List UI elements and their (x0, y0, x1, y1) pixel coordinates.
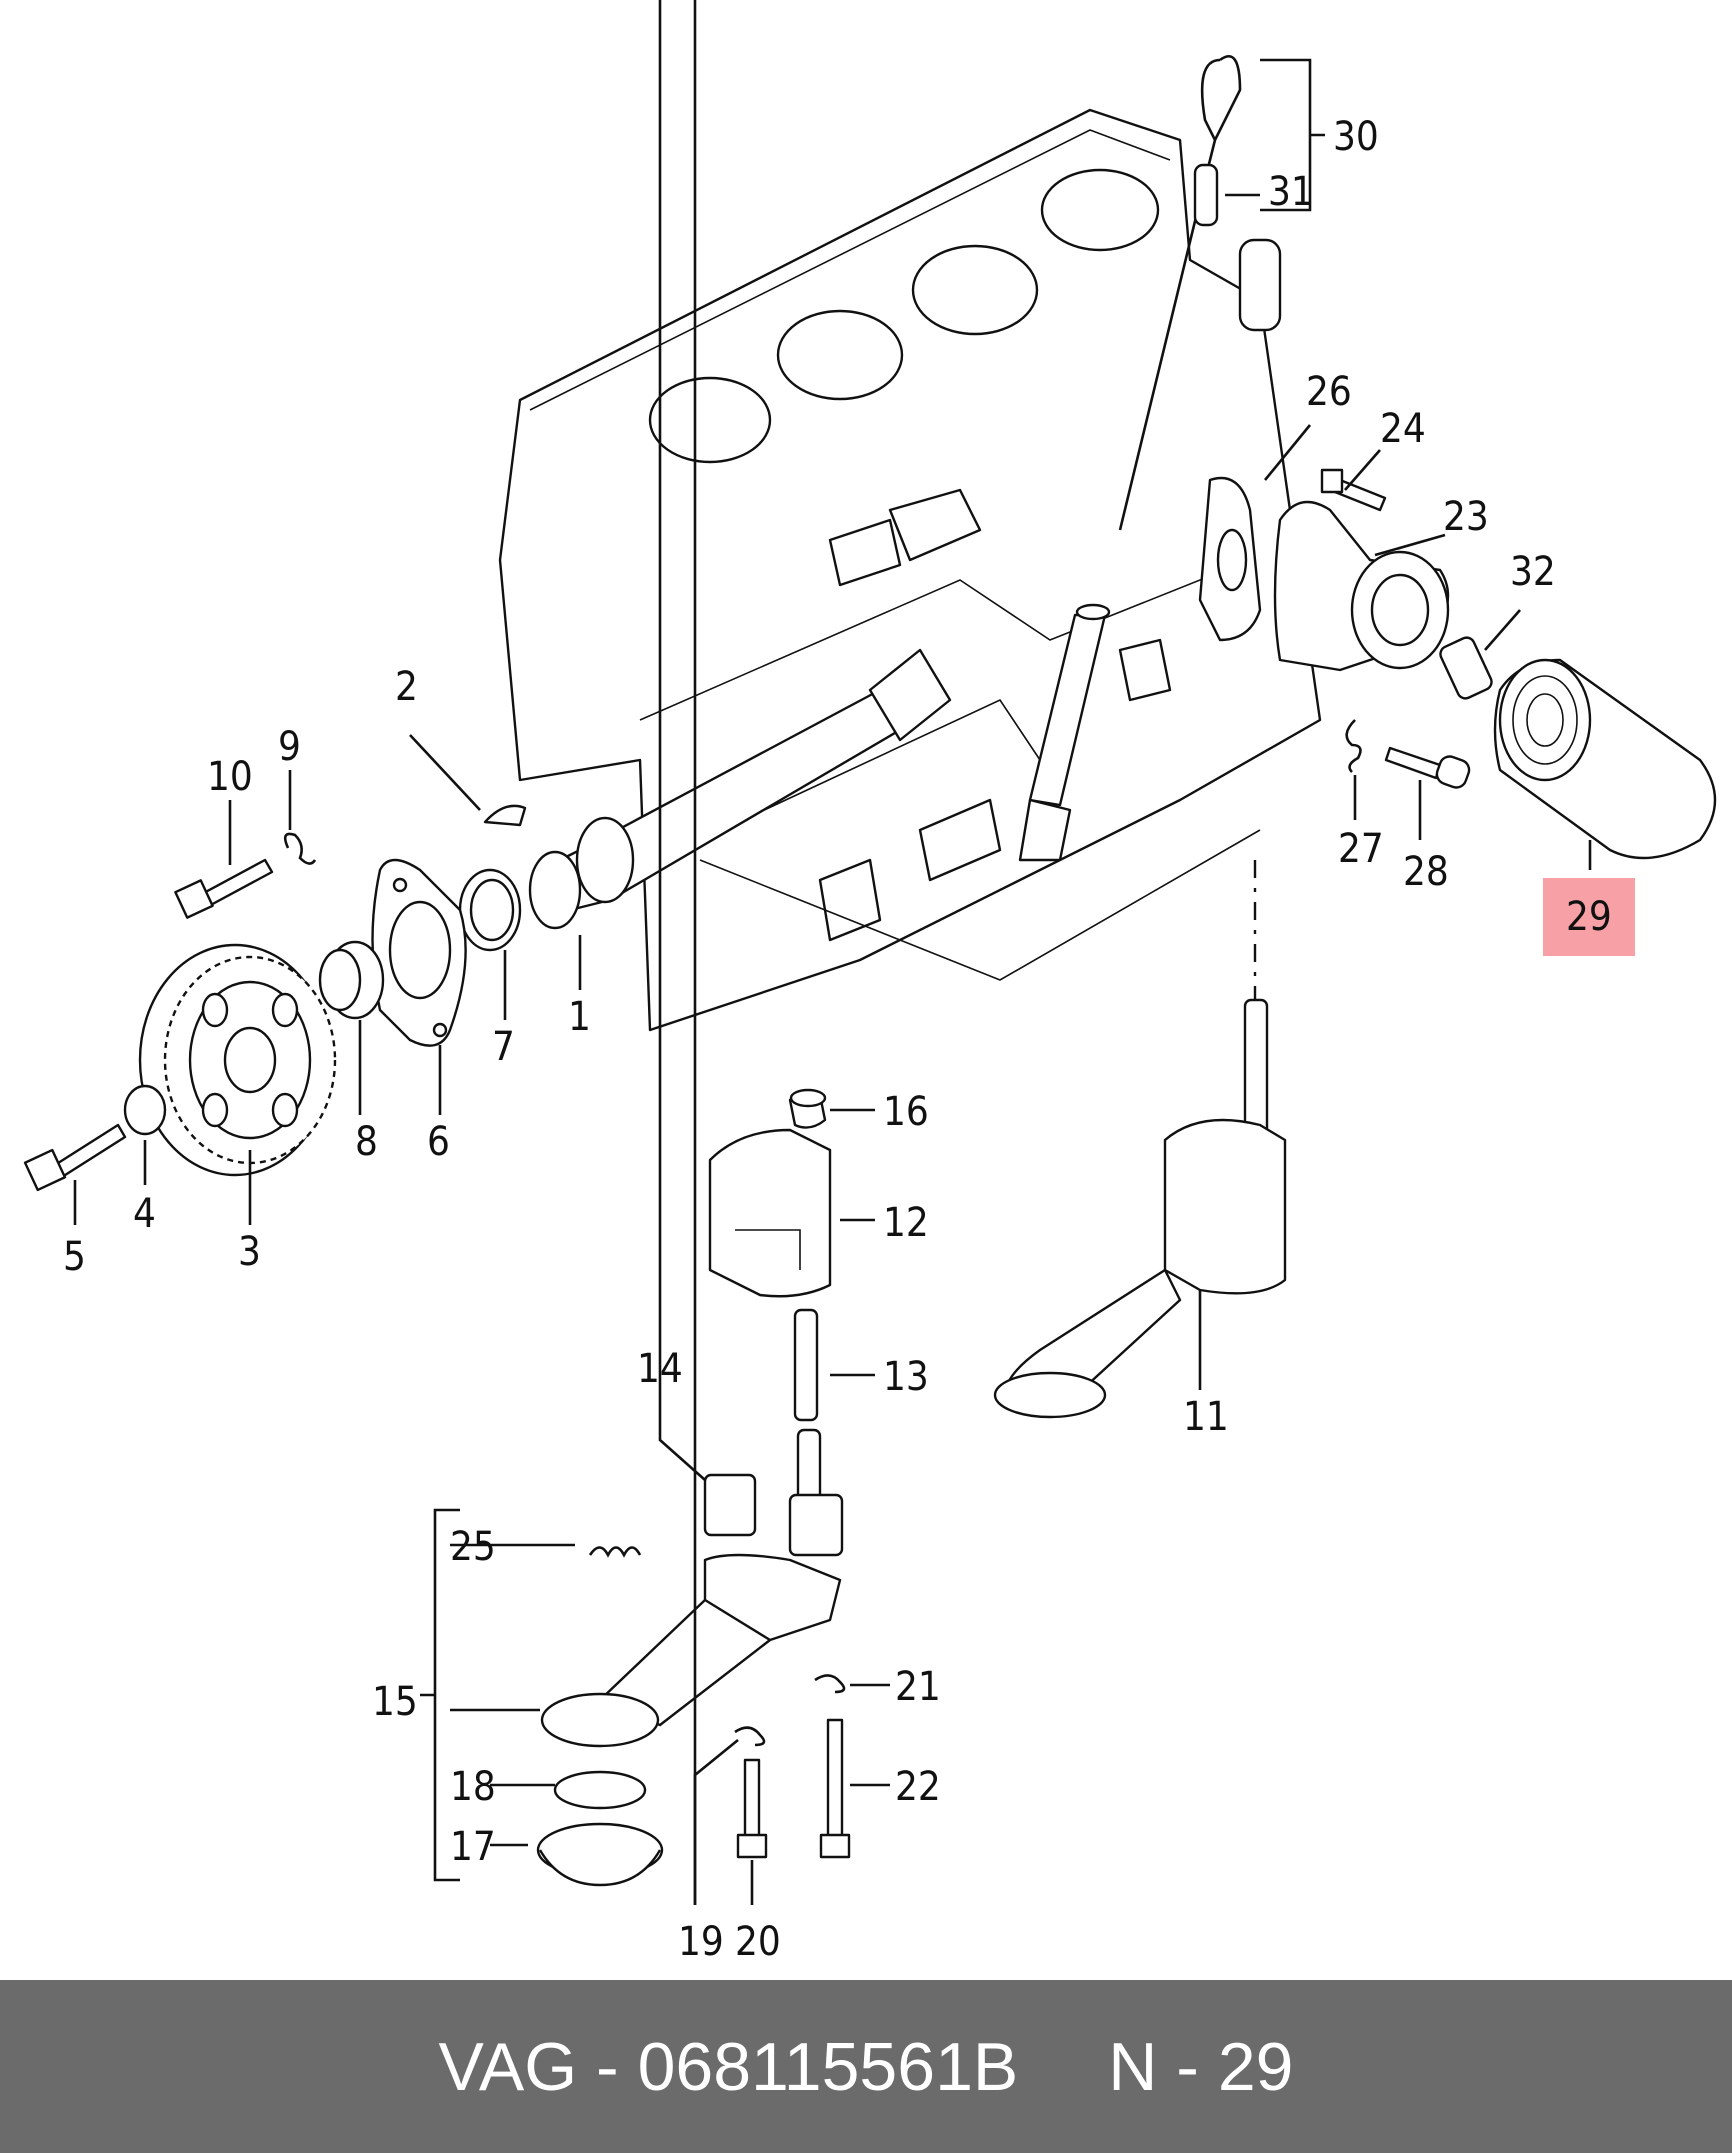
part-number-footer: VAG - 068115561B N - 29 (0, 1980, 1732, 2153)
flange (371, 858, 467, 1047)
dipstick (1118, 54, 1242, 531)
reference-number: 29 (1217, 2028, 1294, 2105)
label-19: 19 (678, 1919, 724, 1965)
label-4: 4 (133, 1191, 156, 1237)
threaded-union-32 (1439, 636, 1493, 700)
label-30: 30 (1333, 114, 1379, 160)
label-3: 3 (238, 1229, 261, 1275)
part-number: 068115561B (637, 2028, 1019, 2105)
bracket-30-31 (1260, 58, 1325, 212)
woodruff-key (483, 804, 527, 827)
label-2: 2 (395, 664, 418, 710)
oil-pump-assembly (993, 860, 1287, 1419)
label-8: 8 (355, 1119, 378, 1165)
sprocket (138, 943, 337, 1177)
bracket-15 (420, 1508, 460, 1882)
bolt-28 (1384, 746, 1471, 789)
label-25: 25 (450, 1524, 496, 1570)
label-28: 28 (1403, 849, 1449, 895)
circlip-19 (734, 1726, 766, 1747)
label-1: 1 (568, 994, 591, 1040)
label-23: 23 (1443, 494, 1489, 540)
label-7: 7 (492, 1024, 515, 1070)
dipstick-tube (1018, 603, 1111, 862)
label-22: 22 (895, 1764, 941, 1810)
bolt-10 (174, 858, 274, 919)
label-32: 32 (1510, 549, 1556, 595)
gasket (458, 868, 522, 952)
label-31: 31 (1268, 169, 1314, 215)
spring-25 (588, 1546, 642, 1558)
bolt-22 (819, 1718, 851, 1859)
label-26: 26 (1306, 369, 1352, 415)
reference-separator: - (1176, 2028, 1199, 2105)
label-27: 27 (1338, 826, 1384, 872)
label-17: 17 (450, 1824, 496, 1870)
label-16: 16 (883, 1089, 929, 1135)
leader-lines (73, 0, 1592, 1905)
circlip-9 (283, 832, 317, 865)
filter-flange-gasket (1198, 476, 1262, 642)
cap-16 (788, 1088, 827, 1129)
bolt-24 (1320, 468, 1387, 512)
label-10: 10 (207, 754, 253, 800)
strainer-cup-17 (536, 1822, 664, 1887)
oil-filter (1493, 658, 1717, 860)
label-20: 20 (735, 1919, 781, 1965)
label-9: 9 (278, 724, 301, 770)
washer (123, 1084, 167, 1136)
intermediate-shaft (528, 648, 952, 930)
label-24: 24 (1380, 406, 1426, 452)
label-14: 14 (637, 1346, 683, 1392)
label-18: 18 (450, 1764, 496, 1810)
label-21: 21 (895, 1664, 941, 1710)
drive-shaft-13 (793, 1308, 822, 1502)
oil-filter-bracket (1273, 500, 1450, 672)
bolt-5 (23, 1123, 127, 1192)
part-labels: 1 2 3 4 5 6 7 8 9 10 11 12 13 14 15 16 1… (63, 114, 1612, 1965)
pump-gear-14 (703, 1473, 844, 1557)
label-15: 15 (372, 1679, 418, 1725)
bolt-20 (736, 1758, 768, 1859)
label-6: 6 (427, 1119, 450, 1165)
label-11: 11 (1183, 1394, 1229, 1440)
label-29: 29 (1566, 894, 1612, 940)
pickup-assembly (540, 1553, 842, 1748)
highlight-box (1543, 878, 1635, 956)
label-12: 12 (883, 1200, 929, 1246)
reference-prefix: N (1108, 2028, 1158, 2105)
strainer-18 (553, 1770, 647, 1810)
exploded-parts-diagram: 1 2 3 4 5 6 7 8 9 10 11 12 13 14 15 16 1… (23, 0, 1717, 1965)
oil-seal (318, 940, 385, 1020)
oil-pump-housing (708, 1128, 832, 1298)
circlip-21 (814, 1674, 846, 1694)
brand-separator: - (596, 2028, 619, 2105)
circlip-27 (1345, 719, 1362, 773)
label-5: 5 (63, 1234, 86, 1280)
label-13: 13 (883, 1354, 929, 1400)
brand-label: VAG (438, 2028, 578, 2105)
